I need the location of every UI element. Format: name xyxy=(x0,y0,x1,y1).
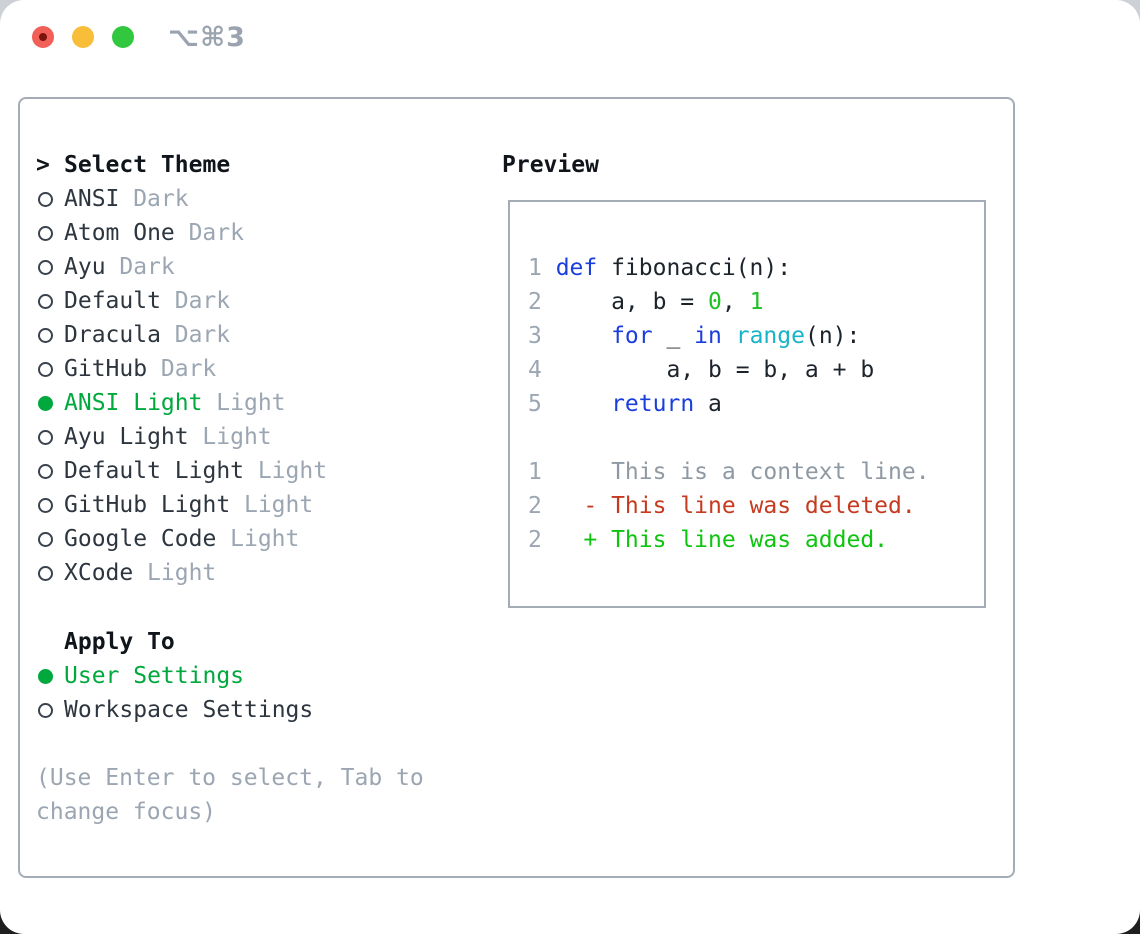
option-label: Default Light xyxy=(64,458,245,484)
variant-badge: Light xyxy=(243,492,314,518)
theme-item-default[interactable]: Default Dark xyxy=(36,284,327,318)
radio-icon xyxy=(38,463,53,479)
line-number: 2 xyxy=(528,289,542,315)
code-line: 2 - This line was deleted. xyxy=(528,489,930,523)
code-text: def fibonacci(n): xyxy=(555,255,792,281)
line-number: 2 xyxy=(528,493,542,519)
option-label: Ayu Light xyxy=(64,424,189,450)
variant-badge: Light xyxy=(147,560,217,586)
theme-item-github-light[interactable]: GitHub Light Light xyxy=(36,488,327,522)
option-label: GitHub Light xyxy=(64,492,231,518)
code-text: - This line was deleted. xyxy=(555,493,916,519)
option-label: User Settings xyxy=(64,663,245,689)
option-label: Dracula xyxy=(64,322,161,348)
variant-badge: Dark xyxy=(133,186,189,212)
apply-to-header: Apply To xyxy=(36,625,313,659)
apply-to-section: Apply To User Settings Workspace Setting… xyxy=(36,625,313,727)
radio-icon xyxy=(38,225,53,241)
radio-icon xyxy=(38,531,53,547)
theme-item-default-light[interactable]: Default Light Light xyxy=(36,454,327,488)
unsaved-dot-icon xyxy=(39,33,47,41)
code-line: 2 a, b = 0, 1 xyxy=(528,285,930,319)
line-number: 1 xyxy=(528,255,542,281)
radio-icon xyxy=(38,668,53,684)
variant-badge: Dark xyxy=(160,356,217,382)
window-title: ⌥⌘3 xyxy=(168,22,246,53)
code-line: 2 + This line was added. xyxy=(528,523,930,557)
option-label: Google Code xyxy=(64,526,217,552)
option-label: ANSI xyxy=(64,186,120,212)
variant-badge: Dark xyxy=(174,288,231,314)
radio-icon xyxy=(38,191,53,207)
line-number: 1 xyxy=(528,459,542,485)
code-line xyxy=(528,421,930,455)
code-text: a, b = 0, 1 xyxy=(555,289,764,315)
option-label: ANSI Light xyxy=(64,390,203,416)
code-line: 4 a, b = b, a + b xyxy=(528,353,930,387)
apply-option-workspace-settings[interactable]: Workspace Settings xyxy=(36,693,313,727)
code-line: 3 for _ in range(n): xyxy=(528,319,930,353)
radio-icon xyxy=(38,327,53,343)
preview-title: Preview xyxy=(502,152,599,178)
radio-icon xyxy=(38,497,53,513)
theme-item-ansi-light[interactable]: ANSI Light Light xyxy=(36,386,327,420)
radio-icon xyxy=(38,565,53,581)
theme-item-xcode[interactable]: XCode Light xyxy=(36,556,327,590)
code-text: + This line was added. xyxy=(555,527,889,553)
variant-badge: Dark xyxy=(119,254,175,280)
select-theme-header: > Select Theme xyxy=(36,148,327,182)
radio-icon xyxy=(38,293,53,309)
theme-item-github[interactable]: GitHub Dark xyxy=(36,352,327,386)
variant-badge: Light xyxy=(230,526,300,552)
variant-badge: Dark xyxy=(188,220,244,246)
help-text: (Use Enter to select, Tab to change focu… xyxy=(36,765,424,825)
radio-icon xyxy=(38,395,53,411)
theme-item-atom-one[interactable]: Atom One Dark xyxy=(36,216,327,250)
apply-to-title: Apply To xyxy=(64,629,175,655)
code-line: 5 return a xyxy=(528,387,930,421)
radio-icon xyxy=(38,702,53,718)
code-text: a, b = b, a + b xyxy=(555,357,875,383)
line-number: 4 xyxy=(528,357,542,383)
option-label: Default xyxy=(64,288,161,314)
code-text: This is a context line. xyxy=(555,459,930,485)
radio-icon xyxy=(38,429,53,445)
line-number: 5 xyxy=(528,391,542,417)
variant-badge: Light xyxy=(202,424,272,450)
title-bar: ⌥⌘3 xyxy=(0,0,1140,74)
prompt-icon: > xyxy=(36,152,50,178)
theme-item-google-code[interactable]: Google Code Light xyxy=(36,522,327,556)
zoom-button[interactable] xyxy=(112,26,134,48)
code-text: for _ in range(n): xyxy=(611,323,861,349)
variant-badge: Dark xyxy=(174,322,231,348)
option-label: XCode xyxy=(64,560,134,586)
option-label: Atom One xyxy=(64,220,175,246)
variant-badge: Light xyxy=(257,458,328,484)
theme-list: > Select Theme ANSI Dark Atom One Dark A… xyxy=(36,148,327,590)
code-line: 1 def fibonacci(n): xyxy=(528,251,930,285)
code-text: return a xyxy=(611,391,722,417)
theme-item-ayu-light[interactable]: Ayu Light Light xyxy=(36,420,327,454)
select-theme-title: Select Theme xyxy=(64,152,231,178)
line-number: 2 xyxy=(528,527,542,553)
variant-badge: Light xyxy=(216,390,286,416)
theme-item-ayu[interactable]: Ayu Dark xyxy=(36,250,327,284)
radio-icon xyxy=(38,259,53,275)
code-line: 1 This is a context line. xyxy=(528,455,930,489)
minimize-button[interactable] xyxy=(72,26,94,48)
theme-item-dracula[interactable]: Dracula Dark xyxy=(36,318,327,352)
option-label: GitHub xyxy=(64,356,148,382)
option-label: Ayu xyxy=(64,254,106,280)
line-number: 3 xyxy=(528,323,542,349)
radio-icon xyxy=(38,361,53,377)
close-button[interactable] xyxy=(32,26,54,48)
theme-item-ansi[interactable]: ANSI Dark xyxy=(36,182,327,216)
option-label: Workspace Settings xyxy=(64,697,314,723)
apply-option-user-settings[interactable]: User Settings xyxy=(36,659,313,693)
